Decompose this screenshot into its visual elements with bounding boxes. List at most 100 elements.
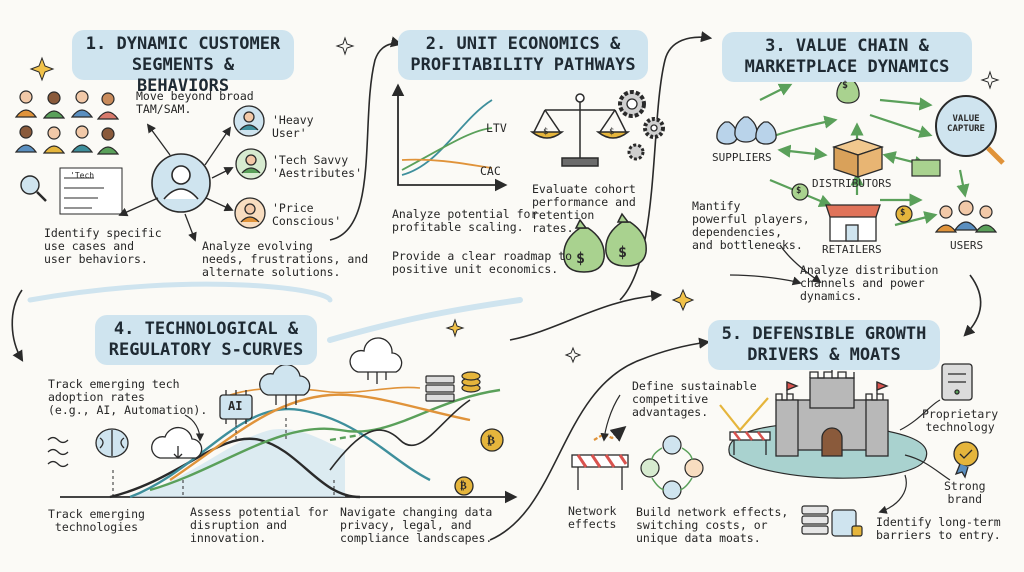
sparkle-2 [335,36,355,56]
section1-header: 1. DYNAMIC CUSTOMER SEGMENTS & BEHAVIORS [72,30,294,96]
flow-arrow-1-4 [11,289,24,362]
money-bag-symbol-2: $ [618,243,628,261]
flow-arrow-1-2 [329,36,403,241]
s5-network-effects-label: Network effects [568,504,617,531]
sparkle-4 [671,288,695,312]
retailers-label: RETAILERS [822,243,882,256]
barrier-icon [571,431,771,490]
section3-graphics [716,77,1005,286]
s1-use-cases-text: Identify specific use cases and user beh… [44,226,162,266]
cloud-icon-2 [349,337,403,384]
coin-stack-icon [461,371,481,393]
sparkle-6 [564,346,582,364]
bitcoin-coin-icon-2 [454,476,474,496]
s3-text-arrows [729,244,822,286]
s2-scaling-text: Analyze potential for profitable scaling… [392,207,538,234]
brand-badge-icon [953,441,979,479]
s2-cohort-text: Evaluate cohort performance and retentio… [532,182,636,235]
s4-dashed-guides [112,418,335,497]
s1-tam-text: Move beyond broad TAM/SAM. [136,89,254,116]
scale-coin-symbol-2: $ [609,127,615,137]
network-effects-icon [640,435,704,500]
s5-proprietary-label: Proprietary technology [922,407,999,434]
crowd-icon [14,90,120,155]
bitcoin-symbol-2: ₿ [460,481,467,492]
section4-graphics [47,337,518,504]
s3-mantify-text: Mantify powerful players, dependencies, … [692,199,810,252]
ai-chip-label: AI [228,399,243,413]
balance-scale-icon [529,93,631,167]
cloud-download-icon [151,426,203,459]
cac-label: CAC [480,164,501,178]
growth-check-icon [593,397,769,442]
s5-build-text: Build network effects, switching costs, … [636,505,789,545]
users-group-icon [934,200,998,233]
s5-define-text: Define sustainable competitive advantage… [632,379,757,419]
swoosh-2 [27,281,333,303]
s1-card-text: 'Tech [70,171,95,180]
s4-track-tech-text: Track emerging technologies [48,507,145,534]
server-stack-icon [425,375,455,402]
bitcoin-symbol-1: ₿ [487,433,496,447]
database-servers-icon [801,505,863,537]
suppliers-icon [716,116,777,145]
s-curves [109,386,501,499]
castle-icon [775,349,889,457]
sparkle-3 [445,318,465,338]
central-customer-avatar [151,153,211,213]
value-capture-magnifier-icon [935,95,1005,165]
s4-track-rates-text: Track emerging tech adoption rates (e.g.… [48,377,208,417]
s3-coin-symbol-2: $ [900,208,906,218]
s3-distribution-text: Analyze distribution channels and power … [800,263,939,303]
s4-navigate-text: Navigate changing data privacy, legal, a… [340,505,493,545]
cloud-network-icon [259,363,311,409]
s5-brand-label: Strong brand [944,479,986,506]
sparkle-5 [980,70,1000,90]
ltv-label: LTV [486,121,507,135]
section5-header: 5. DEFENSIBLE GROWTH DRIVERS & MOATS [708,320,940,370]
section2-header: 2. UNIT ECONOMICS & PROFITABILITY PATHWA… [398,30,648,80]
value-capture-label: VALUE CAPTURE [947,114,985,134]
section4-header: 4. TECHNOLOGICAL & REGULATORY S-CURVES [95,315,317,365]
ai-chip-icon [219,390,253,424]
s3-bag-symbol: $ [842,80,849,91]
flow-arrow-3-5 [963,274,982,337]
section3-header: 3. VALUE CHAIN & MARKETPLACE DYNAMICS [722,32,972,82]
money-bags-icon [563,212,647,273]
money-bag-coin-icons [791,77,941,223]
s2-roadmap-text: Provide a clear roadmap to positive unit… [392,249,573,276]
s4-shaded-area [130,429,345,497]
brain-icon [95,428,129,458]
bitcoin-coin-icon [480,428,504,452]
retail-store-icon [825,204,881,242]
gears-icon [618,90,665,161]
section1-graphics [14,90,267,242]
magnifier-checklist-icon [20,167,123,215]
swoosh [327,297,523,343]
section2-graphics [391,83,665,273]
track-rates-arrow [184,414,205,442]
persona-avatars [233,105,267,229]
server-tower-icon [941,363,973,401]
distributors-label: DISTRIBUTORS [812,177,892,190]
s3-coin-symbol-1: $ [796,186,802,196]
s1-needs-text: Analyze evolving needs, frustrations, an… [202,239,369,279]
s5-barriers-text: Identify long-term barriers to entry. [876,515,1001,542]
segment-arrows [118,123,234,242]
s5-connectors [600,394,951,514]
persona-heavy-user: 'Heavy User' [272,113,314,140]
sparkles [29,36,1000,364]
s4-assess-text: Assess potential for disruption and inno… [190,505,329,545]
suppliers-label: SUPPLIERS [712,151,772,164]
persona-tech-savvy: 'Tech Savvy 'Aestributes' [272,153,363,180]
sparkle-1 [29,56,55,82]
money-bag-symbol-1: $ [576,249,586,267]
ltv-cac-chart [391,83,508,192]
flow-arrow-s4-mid [509,290,663,341]
wave-icons [47,436,69,468]
section5-graphics [571,349,979,537]
users-label: USERS [950,239,984,252]
distributor-box-icon [831,138,885,178]
flow-arrow-4-5 [489,337,711,541]
